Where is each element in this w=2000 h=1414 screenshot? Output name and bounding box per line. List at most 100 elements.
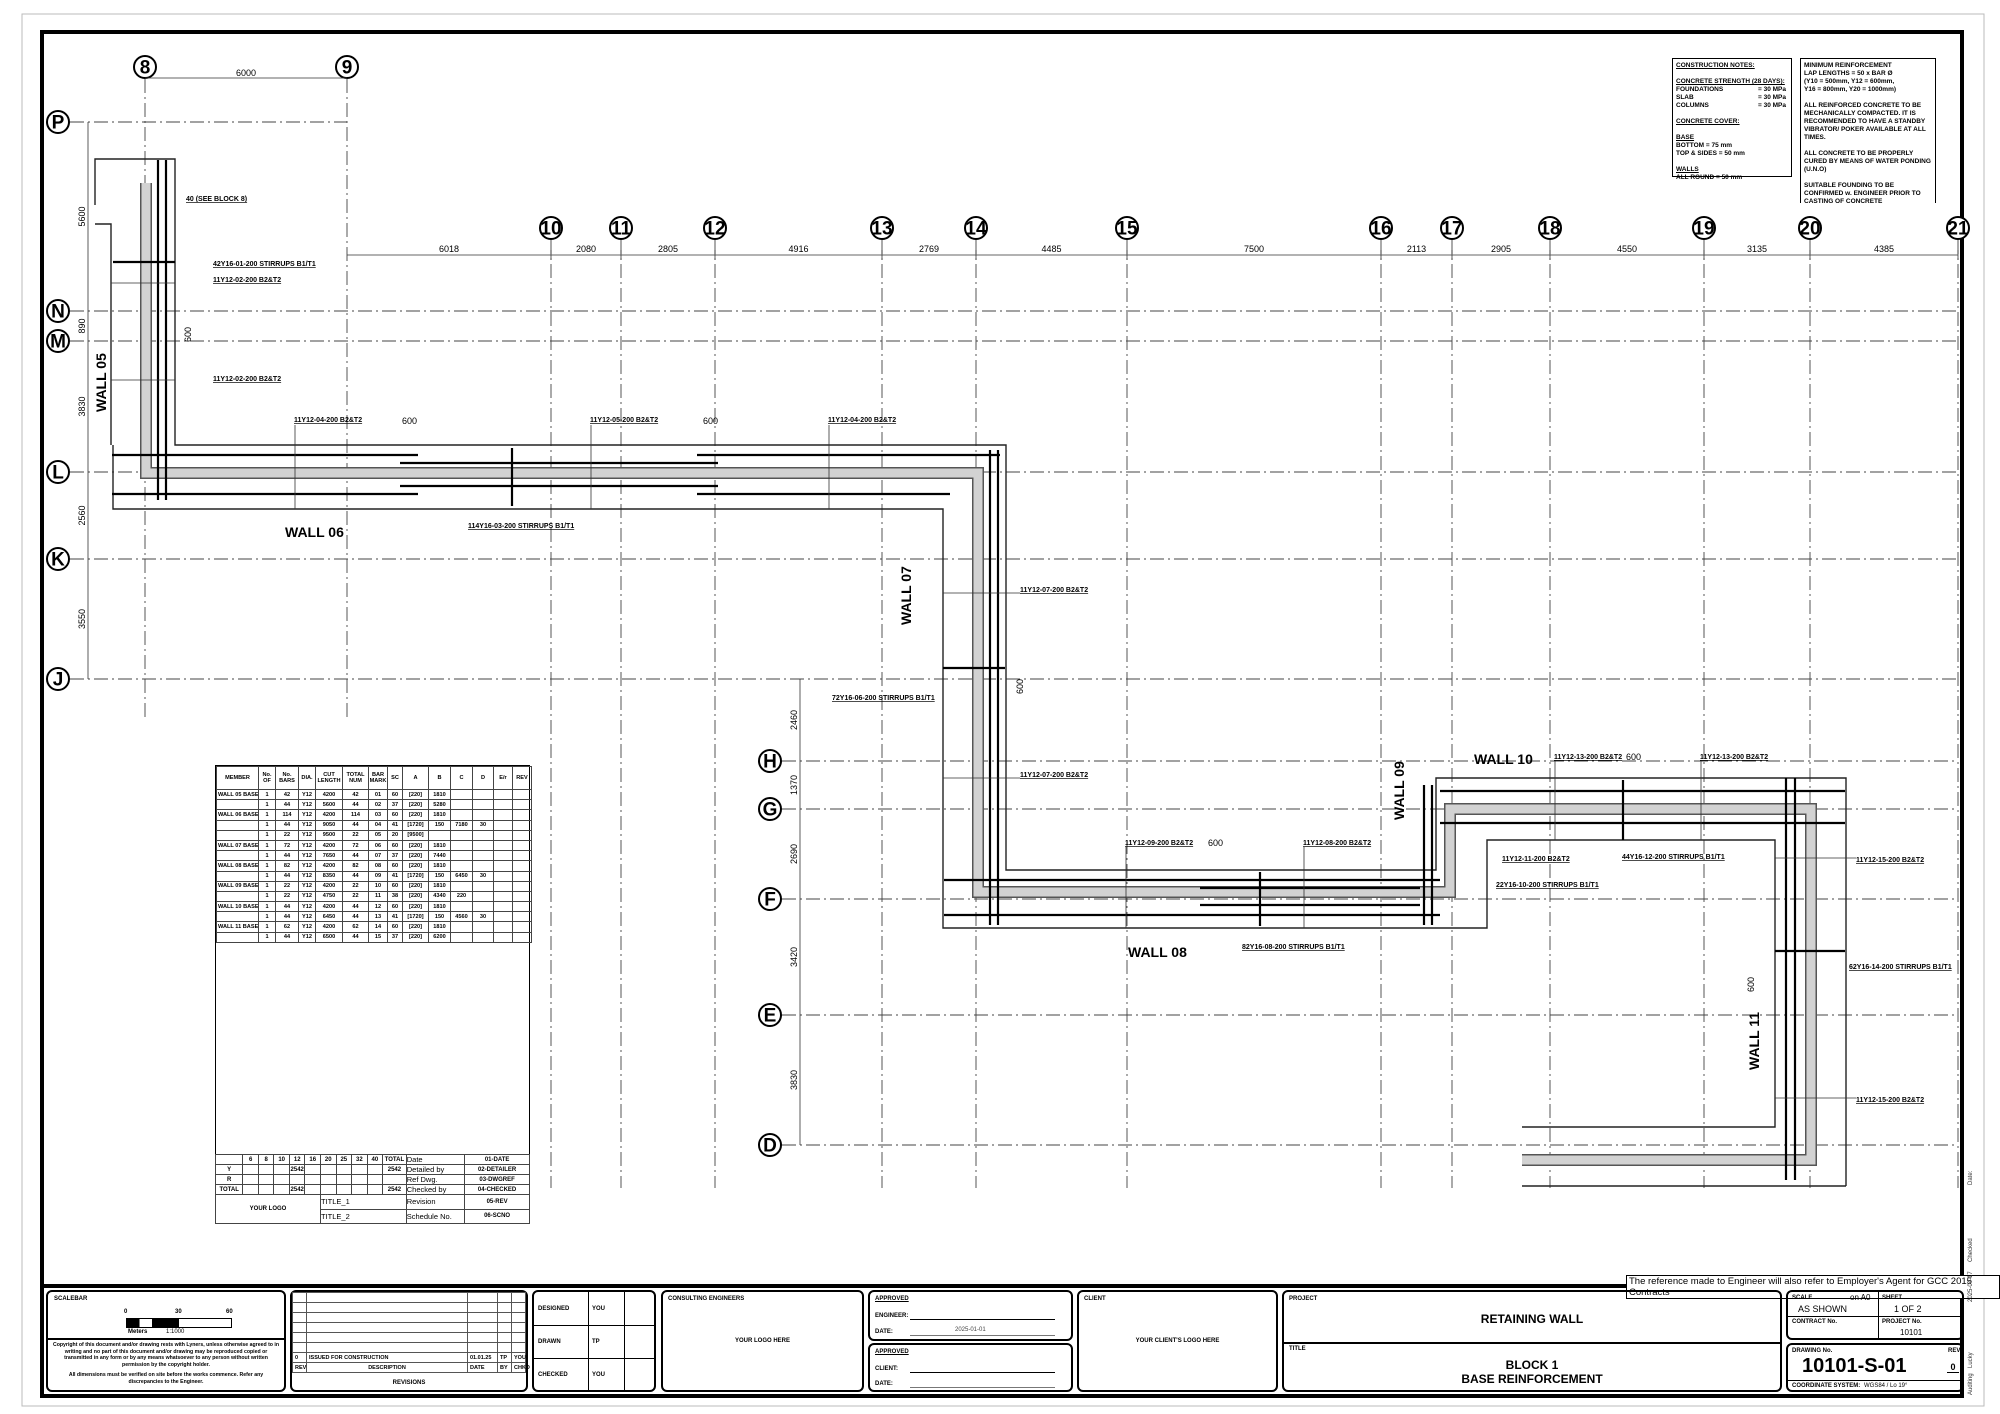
role-label: CHECKED — [538, 1372, 568, 1378]
scale-tick: 0 — [124, 1309, 128, 1315]
grid-bubble-icon — [46, 329, 70, 353]
table-cell — [216, 819, 259, 831]
summary-cell: Revision — [405, 1194, 466, 1210]
grid-column-11: 11 — [609, 216, 633, 240]
table-cell — [493, 809, 513, 821]
scalebar-panel: SCALEBAR 0 30 60 Meters 1:1000 Copyright… — [46, 1290, 286, 1392]
dimension-text: 6018 — [439, 244, 459, 254]
people-panel: DESIGNED YOU DRAWN TP CHECKED YOU — [532, 1290, 656, 1392]
dimension-text: 3420 — [789, 947, 799, 967]
table-cell: 42 — [342, 788, 369, 801]
rev-chkd: YOU — [511, 1352, 526, 1363]
table-cell: 5600 — [315, 799, 343, 811]
table-cell: [220] — [402, 809, 429, 821]
table-cell: 150 — [428, 819, 451, 831]
table-cell: 1 — [258, 860, 276, 872]
summary-cell — [242, 1174, 259, 1185]
table-cell — [512, 850, 532, 862]
rebar-label: 72Y16-06-200 STIRRUPS B1/T1 — [832, 695, 935, 702]
table-cell — [493, 921, 513, 933]
table-cell: Y12 — [298, 870, 316, 882]
grid-bubble-icon — [539, 216, 563, 240]
table-cell — [472, 931, 494, 943]
table-cell: 1810 — [428, 809, 451, 821]
rebar-label: 11Y12-02-200 B2&T2 — [213, 277, 281, 284]
rebar-label: 11Y12-07-200 B2&T2 — [1020, 772, 1088, 779]
table-cell: WALL 10 BASE — [216, 901, 259, 913]
table-cell: 44 — [342, 799, 369, 811]
summary-cell — [257, 1174, 275, 1185]
table-cell: 114 — [342, 809, 369, 821]
summary-cell: 06-SCNO — [464, 1208, 530, 1224]
grid-label: L — [52, 463, 64, 484]
summary-cell — [304, 1184, 321, 1195]
approved-date: 2025-01-01 — [955, 1327, 986, 1333]
table-cell: 4200 — [315, 880, 343, 892]
summary-cell: Y — [214, 1164, 244, 1175]
table-cell: 08 — [368, 860, 388, 872]
summary-cell: 6 — [242, 1154, 259, 1165]
grid-bubble-icon — [758, 797, 782, 821]
grid-label: 11 — [611, 219, 632, 240]
grid-row-H: H — [758, 749, 782, 773]
table-cell: 30 — [472, 911, 494, 923]
summary-cell: 03-DWGREF — [464, 1174, 530, 1185]
grid-row-M: M — [46, 329, 70, 353]
grid-row-N: N — [46, 299, 70, 323]
dimension-text: 1370 — [789, 775, 799, 795]
grid-column-19: 19 — [1692, 216, 1716, 240]
table-cell — [493, 829, 513, 841]
general-note: ALL REINFORCED CONCRETE TO BE MECHANICAL… — [1804, 102, 1926, 141]
grid-row-K: K — [46, 547, 70, 571]
table-cell: WALL 09 BASE — [216, 880, 259, 892]
table-cell: 41 — [387, 819, 403, 831]
title-label: TITLE — [1289, 1346, 1306, 1352]
dimension-text: 4385 — [1874, 244, 1894, 254]
base-title: BASE — [1676, 134, 1695, 141]
summary-cell: 12 — [288, 1154, 306, 1165]
title-line-2: BASE REINFORCEMENT — [1461, 1372, 1603, 1386]
table-cell — [493, 911, 513, 923]
grid-column-8: 8 — [133, 55, 157, 79]
wall-label: WALL 09 — [1391, 761, 1407, 820]
table-cell: 30 — [472, 870, 494, 882]
client-panel-label: CLIENT — [1084, 1296, 1106, 1302]
table-cell: 4200 — [315, 860, 343, 872]
table-cell — [450, 860, 473, 872]
rev-date: 01.01.25 — [467, 1352, 498, 1363]
column-header: MEMBER — [216, 766, 259, 790]
rebar-label: 11Y12-13-200 B2&T2 — [1554, 754, 1622, 761]
table-cell: 38 — [387, 890, 403, 903]
client-label: CLIENT: — [875, 1366, 898, 1372]
rev-header: BY — [497, 1362, 512, 1373]
summary-cell: 2542 — [288, 1184, 306, 1195]
margin-date: Date: — [1968, 1170, 1974, 1185]
rev-label: REV — [1948, 1348, 1961, 1354]
project-no-label: PROJECT No. — [1882, 1319, 1922, 1325]
table-cell: [220] — [402, 799, 429, 811]
table-cell: [220] — [402, 788, 429, 801]
lap-dim: 600 — [1208, 838, 1223, 848]
grid-label: 13 — [871, 219, 892, 240]
table-cell: 60 — [387, 901, 403, 913]
walls-title: WALLS — [1676, 166, 1699, 173]
summary-cell: TOTAL — [382, 1154, 407, 1165]
table-cell: 02 — [368, 799, 388, 811]
table-cell: Y12 — [298, 890, 316, 903]
grid-column-12: 12 — [703, 216, 727, 240]
summary-cell — [382, 1174, 407, 1185]
grid-label: 9 — [342, 58, 353, 79]
rev-value: 0 — [1950, 1362, 1956, 1372]
grid-label: E — [764, 1006, 777, 1027]
table-cell: [220] — [402, 890, 429, 903]
table-cell: 12 — [368, 901, 388, 913]
table-cell — [493, 788, 513, 801]
margin-auditor: Lucky — [1968, 1352, 1974, 1368]
table-cell: 22 — [275, 890, 299, 903]
summary-cell — [335, 1174, 353, 1185]
engineer-notice: The reference made to Engineer will also… — [1626, 1275, 2000, 1299]
sheet-value: 1 OF 2 — [1894, 1304, 1922, 1314]
